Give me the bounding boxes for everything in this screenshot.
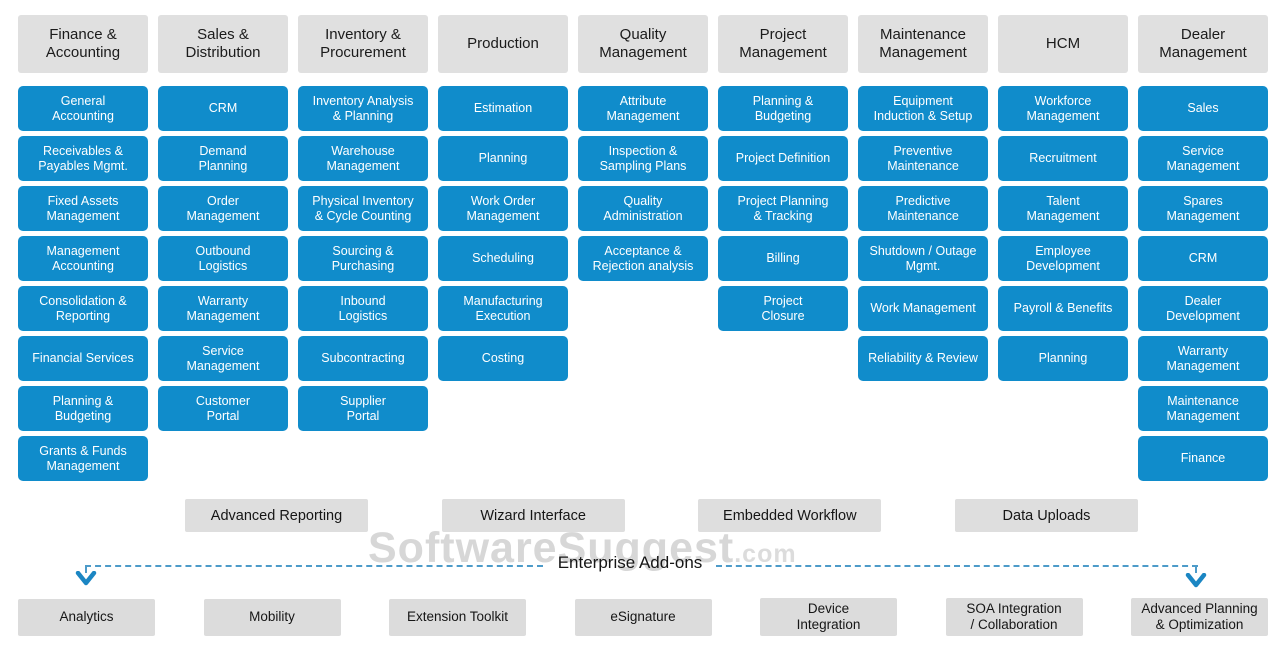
module-box-costing: Costing (438, 336, 568, 381)
module-box-maintenance-management: Maintenance Management (1138, 386, 1268, 431)
connector-tail-right (1195, 566, 1197, 573)
enterprise-addon-box-soa-integration-collaboration: SOA Integration / Collaboration (945, 597, 1083, 637)
column-header-hcm: HCM (998, 15, 1128, 73)
addon-box-data-uploads: Data Uploads (954, 499, 1138, 532)
column-header-production: Production (438, 15, 568, 73)
dashed-connector-left (85, 565, 543, 567)
addon-box-embedded-workflow: Embedded Workflow (698, 499, 882, 532)
module-box-sales: Sales (1138, 86, 1268, 131)
connector-tail-left (85, 566, 87, 573)
module-box-outbound-logistics: Outbound Logistics (158, 236, 288, 281)
module-box-crm: CRM (158, 86, 288, 131)
module-box-planning-budgeting: Planning & Budgeting (18, 386, 148, 431)
module-box-financial-services: Financial Services (18, 336, 148, 381)
enterprise-addon-box-device-integration: Device Integration (760, 597, 897, 637)
enterprise-addons-row: Analytics Mobility Extension Toolkit eSigna… (18, 592, 1268, 642)
enterprise-addon-box-esignature: eSignature (574, 598, 712, 636)
enterprise-addon-box-mobility: Mobility (203, 598, 341, 636)
module-box-physical-inventory-cycle-counting: Physical Inventory & Cycle Counting (298, 186, 428, 231)
module-box-project-closure: Project Closure (718, 286, 848, 331)
platform-addons-row: Advanced Reporting Wizard Interface Embedd… (185, 499, 1138, 532)
module-box-finance: Finance (1138, 436, 1268, 481)
module-box-talent-management: Talent Management (998, 186, 1128, 231)
watermark: SoftwareSuggest.com (368, 524, 797, 573)
module-box-warranty-management: Warranty Management (158, 286, 288, 331)
down-arrow-icon (75, 571, 97, 586)
module-box-inbound-logistics: Inbound Logistics (298, 286, 428, 331)
module-box-warranty-management: Warranty Management (1138, 336, 1268, 381)
module-box-demand-planning: Demand Planning (158, 136, 288, 181)
module-box-work-order-management: Work Order Management (438, 186, 568, 231)
module-box-general-accounting: General Accounting (18, 86, 148, 131)
module-box-inventory-analysis-planning: Inventory Analysis & Planning (298, 86, 428, 131)
enterprise-addon-box-extension-toolkit: Extension Toolkit (389, 598, 526, 636)
dashed-connector-right (716, 565, 1198, 567)
module-box-dealer-development: Dealer Development (1138, 286, 1268, 331)
module-box-project-definition: Project Definition (718, 136, 848, 181)
module-box-grants-funds-management: Grants & Funds Management (18, 436, 148, 481)
module-box-management-accounting: Management Accounting (18, 236, 148, 281)
module-box-sourcing-purchasing: Sourcing & Purchasing (298, 236, 428, 281)
module-box-planning: Planning (998, 336, 1128, 381)
module-box-payroll-benefits: Payroll & Benefits (998, 286, 1128, 331)
module-box-receivables-payables-mgmt: Receivables & Payables Mgmt. (18, 136, 148, 181)
module-box-shutdown-outage-mgmt: Shutdown / Outage Mgmt. (858, 236, 988, 281)
module-box-crm: CRM (1138, 236, 1268, 281)
module-box-subcontracting: Subcontracting (298, 336, 428, 381)
column-header-dealer-management: Dealer Management (1138, 15, 1268, 73)
column-header-maintenance-management: Maintenance Management (858, 15, 988, 73)
module-box-supplier-portal: Supplier Portal (298, 386, 428, 431)
module-box-customer-portal: Customer Portal (158, 386, 288, 431)
module-box-order-management: Order Management (158, 186, 288, 231)
module-box-service-management: Service Management (158, 336, 288, 381)
addon-box-advanced-reporting: Advanced Reporting (185, 499, 368, 532)
module-box-recruitment: Recruitment (998, 136, 1128, 181)
module-box-preventive-maintenance: Preventive Maintenance (858, 136, 988, 181)
module-box-manufacturing-execution: Manufacturing Execution (438, 286, 568, 331)
column-header-quality-management: Quality Management (578, 15, 708, 73)
module-box-warehouse-management: Warehouse Management (298, 136, 428, 181)
module-box-billing: Billing (718, 236, 848, 281)
module-box-project-planning-tracking: Project Planning & Tracking (718, 186, 848, 231)
module-box-equipment-induction-setup: Equipment Induction & Setup (858, 86, 988, 131)
module-box-service-management: Service Management (1138, 136, 1268, 181)
enterprise-addon-box-advanced-planning-optimization: Advanced Planning & Optimization (1131, 597, 1268, 637)
module-box-work-management: Work Management (858, 286, 988, 331)
column-header-finance-accounting: Finance & Accounting (18, 15, 148, 73)
watermark-suffix: .com (734, 540, 797, 568)
module-box-quality-administration: Quality Administration (578, 186, 708, 231)
enterprise-addon-box-analytics: Analytics (18, 598, 155, 636)
column-header-project-management: Project Management (718, 15, 848, 73)
module-box-fixed-assets-management: Fixed Assets Management (18, 186, 148, 231)
module-box-planning-budgeting: Planning & Budgeting (718, 86, 848, 131)
module-box-spares-management: Spares Management (1138, 186, 1268, 231)
module-box-predictive-maintenance: Predictive Maintenance (858, 186, 988, 231)
column-header-sales-distribution: Sales & Distribution (158, 15, 288, 73)
module-box-reliability-review: Reliability & Review (858, 336, 988, 381)
module-box-acceptance-rejection-analysis: Acceptance & Rejection analysis (578, 236, 708, 281)
module-box-scheduling: Scheduling (438, 236, 568, 281)
module-box-estimation: Estimation (438, 86, 568, 131)
module-box-employee-development: Employee Development (998, 236, 1128, 281)
column-header-inventory-procurement: Inventory & Procurement (298, 15, 428, 73)
down-arrow-icon (1185, 573, 1207, 588)
module-box-attribute-management: Attribute Management (578, 86, 708, 131)
addon-box-wizard-interface: Wizard Interface (441, 499, 625, 532)
module-box-consolidation-reporting: Consolidation & Reporting (18, 286, 148, 331)
module-box-planning: Planning (438, 136, 568, 181)
watermark-main: SoftwareSuggest (368, 524, 735, 572)
module-box-inspection-sampling-plans: Inspection & Sampling Plans (578, 136, 708, 181)
module-box-workforce-management: Workforce Management (998, 86, 1128, 131)
enterprise-addons-label: Enterprise Add-ons (557, 553, 703, 572)
